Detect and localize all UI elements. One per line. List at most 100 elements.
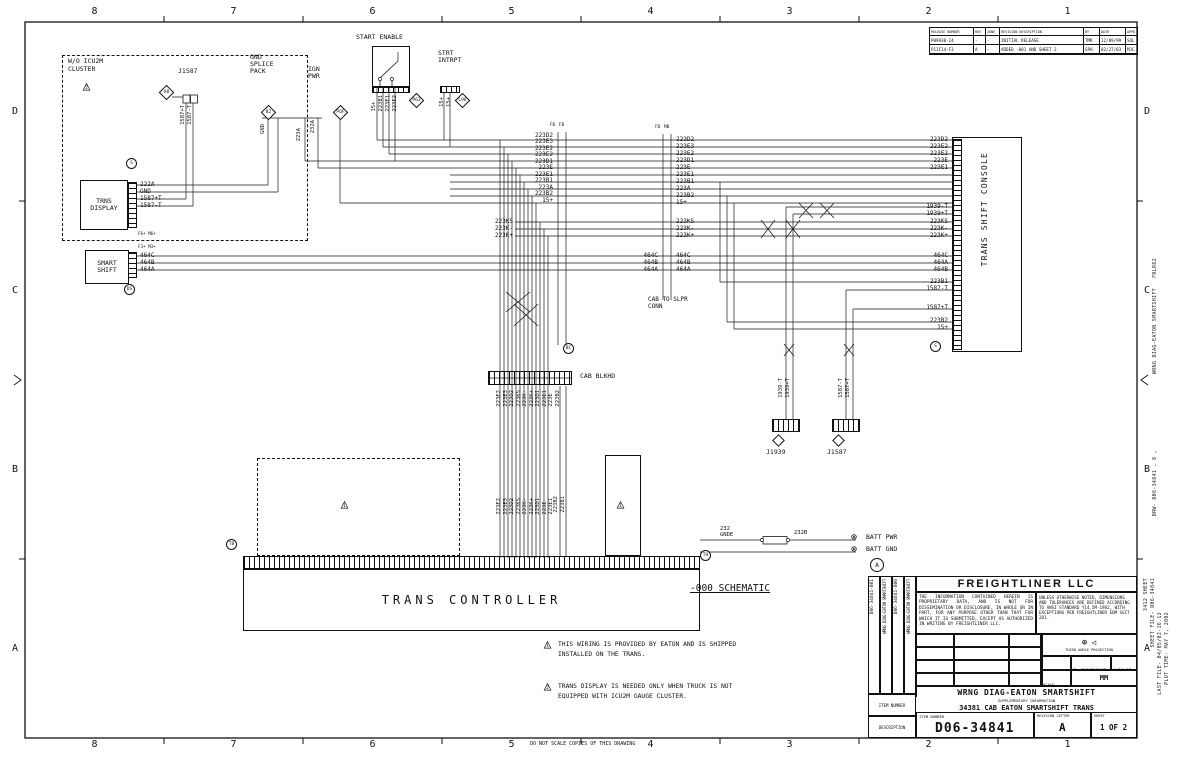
wire-label: 223E2 [676,150,695,157]
revision-header-cell: REVISION DESCRIPTION [1000,28,1084,36]
revision-header-cell: BY [1084,28,1100,36]
controller-pin-strip [243,556,700,569]
wire-label: 223B2 [929,317,948,324]
revision-cell: - [986,36,1000,45]
item-number-cell: ITEM NUMBER D06-34841 [916,712,1034,738]
splice-circle-ds: DS [124,284,135,295]
zone-label: 3 [786,739,793,750]
console-pin-strip [953,139,962,350]
wire-label: 464C [140,252,155,259]
sheet-label: SHEET [1094,714,1105,718]
j1587-connector [832,419,860,432]
connector-code: FB [655,124,661,129]
wire-label: 223E3 [502,390,509,407]
wire-label: 464B [676,259,691,266]
strt-intrpt-wire-labels: 15+15+ [439,97,452,107]
wire-label: 223E1 [676,171,695,178]
wire-label: 223K+ [494,232,513,239]
wire-label: 223E [933,157,948,164]
wire-label: 223A [538,183,553,191]
wire-label: 223E1 [929,164,948,171]
plot-stamp: FRLR62 [1152,258,1158,278]
wire-label: 15+ [937,324,948,331]
revision-header-cell: ZONE [986,28,1000,36]
wire-label: 223E1 [541,390,548,407]
wire-label: 223K+ [528,390,535,407]
title-strip-item-1: D06-34841-001 [868,576,880,694]
revision-letter-label: REVISION LETTER [1037,714,1070,718]
wire-label: 1587-T [187,105,193,125]
wire-label: 223E [548,393,554,407]
wire-label: 1587+T [180,105,186,125]
connector-code: MB [664,124,670,129]
third-angle-projection-icon: ⊕ [1081,637,1088,648]
company-name: FREIGHTLINER LLC [957,578,1096,590]
console-labels-b2: 1587+T [892,304,948,311]
wire-label: 464C [643,252,658,259]
wire-label: 15+ [439,97,445,107]
signoff-date: 12/25/99 [1009,634,1041,647]
revision-letter-cell: REVISION LETTER A [1034,712,1091,738]
wire-label: GND [140,188,151,195]
j1587-bottom-label: J1587 [827,448,847,456]
wire-label: 223B1 [929,278,948,285]
company-name-cell: FREIGHTLINER LLC [916,576,1137,592]
sheet-value: 1 OF 2 [1100,723,1128,732]
wire-label: 1939+T [784,378,791,398]
revision-cell: P11F14-F3 [930,45,974,54]
wire-label: 223E [676,164,691,171]
wire-label: 222A [140,181,155,188]
wire-label: GND [260,124,266,134]
tolerance-notice-cell: UNLESS OTHERWISE NOTED, DIMENSIONS AND T… [1036,592,1137,634]
trns-display-pin-strip [128,182,137,228]
battery-terminal-icon: ⊗ [851,544,858,555]
trans-shift-console-label: TRANS SHIFT CONSOLE [980,152,989,267]
wire-label: 232 [720,526,730,532]
item-number-value: D06-34841 [935,721,1015,736]
wire-label: 223E2 [496,390,502,407]
start-enable-connector [372,86,410,93]
signoff-date: 12/25/99 [1009,673,1041,686]
projection-label: THIRD ANGLE PROJECTION [1065,647,1113,652]
zone-label: 2 [925,739,932,750]
strip-item-number: D06-34841-001 [870,579,875,615]
wire-label: 464A [643,266,658,273]
wire-label: 223B1 [378,95,384,112]
gnd-wire-label: GND [260,124,266,134]
proprietary-notice: THE INFORMATION CONTAINED HEREIN IS PROP… [919,595,1033,628]
revision-cell: SOL [1126,36,1138,45]
wire-label: 223D1 [535,390,541,407]
splice-circle-tb: TB [226,539,237,550]
wire-232-gnde-label: 232 GNDE [720,526,733,538]
signoff-role: APPROVED BY [916,660,954,673]
schematic-variant-label: -000 SCHEMATIC [690,583,771,594]
note-2-flag-triangle: △2 [82,79,91,94]
zone-label: 4 [647,739,654,750]
wire-label: 1939-T [778,378,784,398]
smart-shift-label: SMART SHIFT [97,258,117,274]
zone-label: 1 [1064,6,1071,17]
plot-stamp: WRNG DIAG-EATON SMARTSHIFT [1152,288,1158,375]
revision-letter-value: A [1059,721,1066,734]
revision-header-cell: REV [974,28,986,36]
wire-label: 1587-T [140,202,162,209]
wire-label: 464C [933,252,948,259]
zone-label: B [11,464,19,475]
signoff-name: E. PACK [954,660,1009,673]
wire-223a-label: 223A [296,128,302,141]
scale-label-cell: SCALE [1041,670,1071,686]
wire-label: 223D1 [676,157,695,164]
drawing-subtitle: 34381 CAB EATON SMARTSHIFT TRANS [959,703,1094,712]
wire-label: 223B2 [534,190,553,198]
wire-label: 1939-T [926,203,948,210]
wire-label: 223E2 [534,144,553,152]
zone-label: 2 [925,6,932,17]
